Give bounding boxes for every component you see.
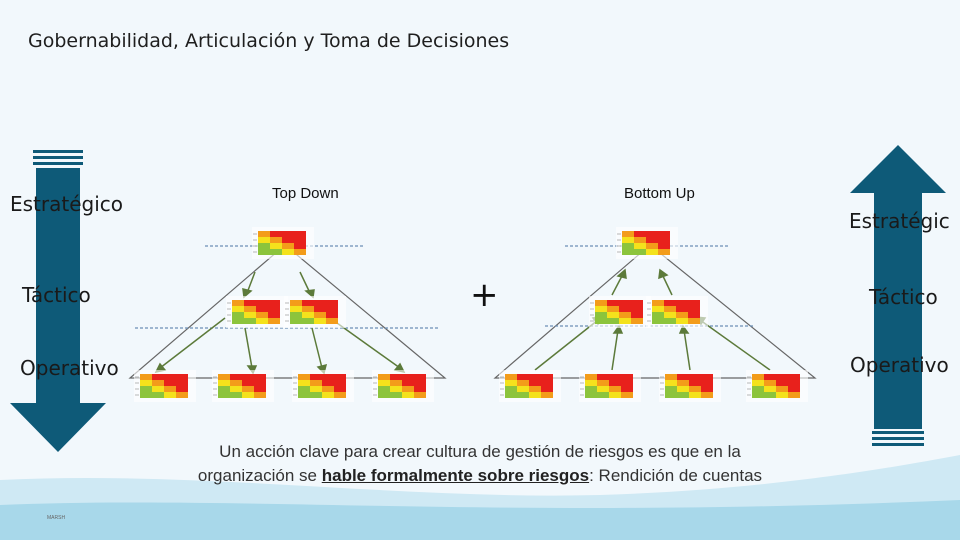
heatmap-thumbnail <box>292 370 354 402</box>
heatmap-thumbnail <box>579 370 641 402</box>
caption-emphasis: hable formalmente sobre riesgos <box>322 466 589 485</box>
heatmap-thumbnail <box>646 296 708 328</box>
heatmap-thumbnail <box>659 370 721 402</box>
heatmap-thumbnail <box>616 227 678 259</box>
heatmap-thumbnail <box>499 370 561 402</box>
right-level-strategic: Estratégic <box>849 209 950 233</box>
caption-line-2-after: : Rendición de cuentas <box>589 466 762 485</box>
heatmap-thumbnail <box>134 370 196 402</box>
marsh-logo: MARSH <box>47 515 65 521</box>
caption-line-1: Un acción clave para crear cultura de ge… <box>120 440 840 464</box>
heatmap-thumbnail <box>589 296 651 328</box>
caption-line-2: organización se hable formalmente sobre … <box>120 464 840 488</box>
bottom-up-label: Bottom Up <box>624 185 695 202</box>
left-level-tactical: Táctico <box>22 283 91 307</box>
right-level-tactical: Táctico <box>869 285 938 309</box>
plus-sign: + <box>470 278 499 312</box>
heatmap-thumbnail <box>284 296 346 328</box>
top-down-label: Top Down <box>272 185 339 202</box>
right-level-operative: Operativo <box>850 353 949 377</box>
heatmap-thumbnail <box>226 296 288 328</box>
heatmap-thumbnail <box>252 227 314 259</box>
bottom-caption: Un acción clave para crear cultura de ge… <box>120 440 840 488</box>
left-level-strategic: Estratégico <box>10 192 123 216</box>
left-level-operative: Operativo <box>20 356 119 380</box>
heatmap-thumbnail <box>372 370 434 402</box>
caption-line-2-before: organización se <box>198 466 322 485</box>
heatmap-thumbnail <box>212 370 274 402</box>
heatmap-thumbnail <box>746 370 808 402</box>
